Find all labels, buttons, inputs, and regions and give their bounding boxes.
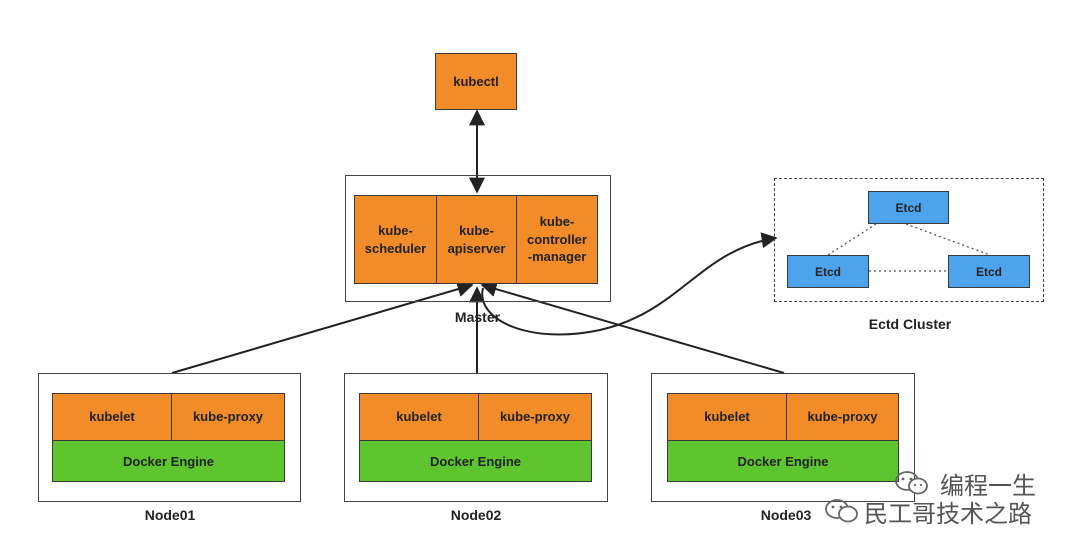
node02-kube-proxy-box: kube-proxy bbox=[478, 393, 592, 441]
node02-docker-engine-label: Docker Engine bbox=[429, 453, 522, 469]
node01-docker-engine-box: Docker Engine bbox=[52, 440, 285, 482]
etcd-right-label: Etcd bbox=[975, 264, 1002, 279]
node03-kube-proxy-box: kube-proxy bbox=[786, 393, 899, 441]
node01-kube-proxy-label: kube-proxy bbox=[192, 409, 264, 425]
wechat-logo-icon bbox=[895, 471, 928, 495]
node03-kube-proxy-label: kube-proxy bbox=[807, 409, 878, 425]
node03-kubelet-box: kubelet bbox=[667, 393, 787, 441]
node01-kubelet-label: kubelet bbox=[89, 409, 135, 425]
kube-apiserver-box: kube- apiserver bbox=[436, 195, 517, 284]
node02-kubelet-box: kubelet bbox=[359, 393, 479, 441]
node02-kubelet-label: kubelet bbox=[396, 409, 442, 425]
kubectl-label: kubectl bbox=[453, 73, 499, 89]
wechat-logo-icon-secondary bbox=[825, 499, 858, 523]
etcd-node-left: Etcd bbox=[787, 255, 869, 288]
etcd-cluster-frame bbox=[774, 178, 1044, 302]
node02-label: Node02 bbox=[450, 507, 502, 523]
node03-master-arrow bbox=[480, 281, 785, 374]
node03-label: Node03 bbox=[760, 507, 812, 523]
master-etcd-arrow bbox=[481, 232, 778, 336]
node01-kubelet-box: kubelet bbox=[52, 393, 172, 441]
node01-docker-engine-label: Docker Engine bbox=[122, 453, 215, 469]
kube-scheduler-box: kube- scheduler bbox=[354, 195, 437, 284]
node02-kube-proxy-label: kube-proxy bbox=[499, 409, 571, 425]
kube-controller-manager-box: kube- controller -manager bbox=[516, 195, 598, 284]
etcd-cluster-label: Ectd Cluster bbox=[868, 316, 952, 332]
node03-frame bbox=[651, 373, 915, 502]
kube-apiserver-label: kube- apiserver bbox=[447, 222, 506, 256]
node01-master-arrow bbox=[171, 281, 474, 374]
node02-docker-engine-box: Docker Engine bbox=[359, 440, 592, 482]
node01-label: Node01 bbox=[144, 507, 196, 523]
watermark-line-2: 民工哥技术之路 bbox=[864, 500, 1032, 528]
kube-scheduler-label: kube- scheduler bbox=[364, 222, 427, 256]
etcd-left-label: Etcd bbox=[814, 264, 841, 279]
node02-frame bbox=[344, 373, 608, 502]
node03-docker-engine-label: Docker Engine bbox=[737, 453, 829, 469]
master-frame bbox=[345, 175, 611, 302]
kubectl-box: kubectl bbox=[435, 53, 517, 110]
master-label: Master bbox=[454, 309, 501, 325]
kube-controller-manager-label: kube- controller -manager bbox=[527, 214, 587, 265]
etcd-node-right: Etcd bbox=[948, 255, 1030, 288]
node03-docker-engine-box: Docker Engine bbox=[667, 440, 899, 482]
node03-kubelet-label: kubelet bbox=[704, 409, 750, 425]
watermark-line-1: 编程一生 bbox=[940, 472, 1036, 500]
node01-frame bbox=[38, 373, 301, 502]
node01-kube-proxy-box: kube-proxy bbox=[171, 393, 285, 441]
etcd-node-top: Etcd bbox=[868, 191, 949, 224]
etcd-top-label: Etcd bbox=[895, 200, 922, 215]
